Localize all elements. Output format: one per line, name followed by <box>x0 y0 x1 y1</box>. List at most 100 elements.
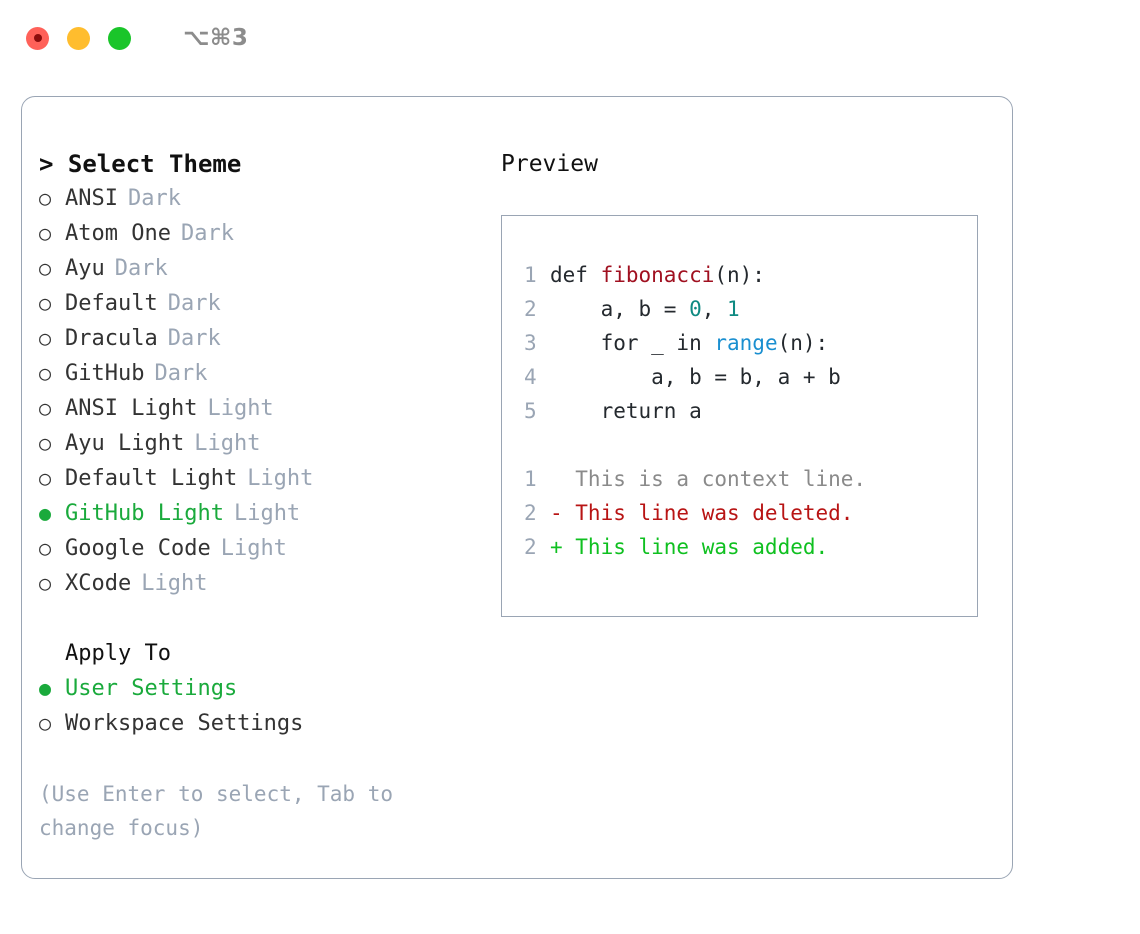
radio-unselected-icon: ○ <box>39 256 52 280</box>
theme-variant-tag: Dark <box>167 291 221 316</box>
theme-option-label: Atom One <box>65 221 171 246</box>
code-line-content: for _ in range(n): <box>550 326 829 360</box>
theme-option-default[interactable]: ○ Default Dark <box>39 286 479 321</box>
spacer <box>524 428 977 462</box>
line-number: 5 <box>524 399 537 423</box>
theme-variant-tag: Light <box>233 501 301 526</box>
diff-line: 2 + This line was added. <box>524 530 977 564</box>
theme-option-ayu-light[interactable]: ○ Ayu Light Light <box>39 426 479 461</box>
radio-unselected-icon: ○ <box>39 186 52 210</box>
theme-variant-tag: Dark <box>154 361 208 386</box>
code-line-content: return a <box>550 394 702 428</box>
code-line: 1 def fibonacci(n): <box>524 258 977 292</box>
radio-unselected-icon: ○ <box>39 571 52 595</box>
diff-line-content: - This line was deleted. <box>550 501 854 525</box>
theme-variant-tag: Light <box>247 466 314 491</box>
theme-option-label: GitHub <box>65 361 145 386</box>
theme-option-label: ANSI <box>65 186 118 211</box>
theme-variant-tag: Dark <box>114 256 168 281</box>
radio-unselected-icon: ○ <box>39 431 52 455</box>
code-line: 5 return a <box>524 394 977 428</box>
radio-selected-icon: ● <box>39 501 52 525</box>
line-number: 4 <box>524 365 537 389</box>
theme-option-dracula[interactable]: ○ Dracula Dark <box>39 321 479 356</box>
code-token: return a <box>550 399 702 423</box>
theme-option-label: Ayu <box>65 256 105 281</box>
code-token: 0 <box>689 297 702 321</box>
select-theme-header: > Select Theme <box>39 150 242 178</box>
radio-unselected-icon: ○ <box>39 711 52 735</box>
code-line-content: def fibonacci(n): <box>550 258 765 292</box>
apply-to-option-list[interactable]: ● User Settings ○ Workspace Settings <box>39 671 479 741</box>
line-number: 3 <box>524 331 537 355</box>
apply-to-option-label: User Settings <box>65 676 238 701</box>
theme-option-label: Default Light <box>65 466 238 491</box>
radio-unselected-icon: ○ <box>39 221 52 245</box>
line-number: 2 <box>524 501 537 525</box>
radio-unselected-icon: ○ <box>39 536 52 560</box>
theme-option-label: Ayu Light <box>65 431 185 456</box>
theme-variant-tag: Light <box>220 536 287 561</box>
radio-unselected-icon: ○ <box>39 396 52 420</box>
code-token: range <box>714 331 778 355</box>
keyboard-hint-text: (Use Enter to select, Tab to change focu… <box>39 782 406 840</box>
theme-option-label: Default <box>65 291 158 316</box>
theme-option-google-code[interactable]: ○ Google Code Light <box>39 531 479 566</box>
code-line: 3 for _ in range(n): <box>524 326 977 360</box>
maximize-button[interactable] <box>108 26 131 50</box>
apply-to-section: Apply To ●User Settings○Workspace Settin… <box>39 637 479 741</box>
theme-variant-tag: Dark <box>167 326 221 351</box>
line-number: 1 <box>524 263 537 287</box>
code-line: 4 a, b = b, a + b <box>524 360 977 394</box>
theme-option-label: Google Code <box>65 536 211 561</box>
code-line: 2 a, b = 0, 1 <box>524 292 977 326</box>
traffic-lights <box>26 26 131 50</box>
theme-option-xcode[interactable]: ○ XCode Light <box>39 566 479 601</box>
code-line-content: a, b = b, a + b <box>550 360 841 394</box>
apply-to-option-workspace-settings[interactable]: ○ Workspace Settings <box>39 706 479 741</box>
close-icon <box>33 34 42 42</box>
line-number: 2 <box>524 535 537 559</box>
code-token: a, b = b, a + b <box>550 365 841 389</box>
diff-line: 1 This is a context line. <box>524 462 977 496</box>
theme-option-label: Dracula <box>65 326 158 351</box>
minimize-button[interactable] <box>67 26 90 50</box>
apply-to-option-user-settings[interactable]: ● User Settings <box>39 671 479 706</box>
diff-line-content: + This line was added. <box>550 535 829 559</box>
apply-to-option-label: Workspace Settings <box>65 711 304 736</box>
theme-variant-tag: Light <box>194 431 261 456</box>
code-token: for _ in <box>550 331 715 355</box>
theme-option-label: ANSI Light <box>65 396 198 421</box>
radio-unselected-icon: ○ <box>39 291 52 315</box>
code-token: a, b = <box>550 297 690 321</box>
diff-line-content: This is a context line. <box>550 467 867 491</box>
preview-title: Preview <box>501 151 598 177</box>
close-button[interactable] <box>26 26 49 50</box>
theme-option-ayu[interactable]: ○ Ayu Dark <box>39 251 479 286</box>
theme-variant-tag: Light <box>141 571 208 596</box>
theme-option-label: XCode <box>65 571 132 596</box>
theme-option-github-light[interactable]: ● GitHub Light Light <box>39 496 479 531</box>
diff-sample: 1 This is a context line. 2 - This line wa… <box>524 462 977 564</box>
radio-unselected-icon: ○ <box>39 466 52 490</box>
radio-unselected-icon: ○ <box>39 326 52 350</box>
theme-option-default-light[interactable]: ○ Default Light Light <box>39 461 479 496</box>
title-bar: ⌥⌘3 <box>0 0 1140 76</box>
theme-option-label: GitHub Light <box>65 501 224 526</box>
radio-selected-icon: ● <box>39 676 52 700</box>
code-token: def <box>550 263 601 287</box>
code-token: 1 <box>727 297 740 321</box>
code-line-content: a, b = 0, 1 <box>550 292 740 326</box>
code-token: (n): <box>714 263 765 287</box>
code-token: fibonacci <box>600 263 715 287</box>
